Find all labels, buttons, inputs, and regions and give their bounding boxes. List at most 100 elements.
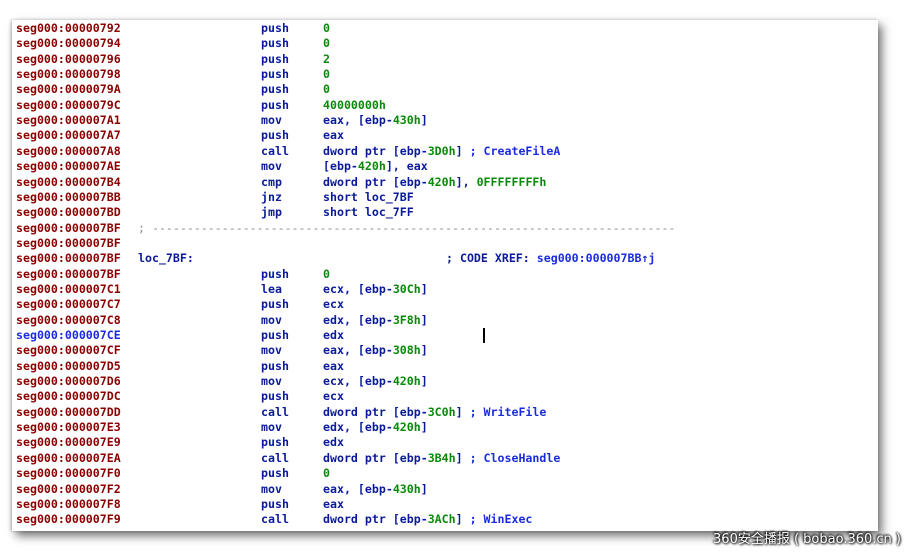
operand-number: 0 (323, 36, 330, 51)
xref-target[interactable]: seg000:000007BB↑j (536, 251, 656, 266)
operand-text: ], eax (385, 159, 428, 174)
operand-text: ] (420, 374, 428, 389)
instruction-operands: dword ptr [ebp-3B4h] ; CloseHandle (323, 451, 560, 466)
operand-text: dword ptr [ebp- (323, 404, 428, 419)
line-address[interactable]: seg000:000007BF (16, 266, 121, 281)
instruction-operands: ecx (323, 297, 344, 312)
api-comment[interactable]: ; WriteFile (469, 404, 547, 419)
line-address[interactable]: seg000:000007A1 (16, 113, 121, 128)
listing-line[interactable]: seg000:00000798 push 0 (12, 67, 878, 82)
listing-line[interactable]: seg000:000007BF push 0 (12, 267, 878, 282)
line-address[interactable]: seg000:000007F8 (16, 496, 121, 511)
instruction-operands: dword ptr [ebp-3D0h] ; CreateFileA (323, 144, 560, 159)
operand-number: 30Ch (392, 281, 421, 296)
line-address[interactable]: seg000:0000079A (16, 82, 121, 97)
line-address[interactable]: seg000:000007CF (16, 343, 121, 358)
line-address[interactable]: seg000:000007C8 (16, 312, 121, 327)
line-address[interactable]: seg000:000007F2 (16, 481, 121, 496)
listing-line[interactable]: seg000:000007BF (12, 236, 878, 251)
api-comment[interactable]: ; CloseHandle (469, 450, 561, 465)
line-address[interactable]: seg000:000007E9 (16, 435, 121, 450)
line-address[interactable]: seg000:00000798 (16, 67, 121, 82)
line-address[interactable]: seg000:000007EA (16, 450, 121, 465)
instruction-operands: 0 (323, 466, 330, 481)
line-address[interactable]: seg000:000007BB (16, 189, 121, 204)
instruction-operands: 0 (323, 267, 330, 282)
listing-line[interactable]: seg000:000007D5 push eax (12, 359, 878, 374)
line-address[interactable]: seg000:000007BF (16, 220, 121, 235)
operand-number: 0 (323, 67, 330, 82)
instruction-operands: short loc_7FF (323, 205, 414, 220)
line-address[interactable]: seg000:00000796 (16, 51, 121, 66)
code-label[interactable]: loc_7BF: (138, 251, 194, 266)
line-address[interactable]: seg000:000007D5 (16, 358, 121, 373)
line-address[interactable]: seg000:0000079C (16, 97, 121, 112)
line-address[interactable]: seg000:000007B4 (16, 174, 121, 189)
line-address[interactable]: seg000:000007BF (16, 235, 121, 250)
instruction-operands: eax, [ebp-430h] (323, 482, 428, 497)
line-address[interactable]: seg000:000007C1 (16, 281, 121, 296)
operand-number: 420h (427, 174, 456, 189)
line-address[interactable]: seg000:00000794 (16, 36, 121, 51)
operand-text: ] (455, 450, 470, 465)
line-address[interactable]: seg000:000007A8 (16, 143, 121, 158)
api-comment[interactable]: ; CreateFileA (469, 143, 561, 158)
line-address[interactable]: seg000:000007BD (16, 205, 121, 220)
line-address[interactable]: seg000:000007A7 (16, 128, 121, 143)
operand-text: ecx (323, 389, 344, 404)
line-address[interactable]: seg000:000007DC (16, 389, 121, 404)
instruction-operands: 0 (323, 67, 330, 82)
instruction-operands: edx (323, 328, 344, 343)
line-address[interactable]: seg000:000007C7 (16, 297, 121, 312)
instruction-mnemonic: push (261, 358, 289, 373)
operand-number: 3D0h (427, 143, 456, 158)
operand-number: 308h (392, 343, 421, 358)
listing-line[interactable]: seg000:000007BF loc_7BF: ; CODE XREF: seg0… (12, 251, 878, 266)
line-address[interactable]: seg000:000007F9 (16, 512, 121, 527)
line-address[interactable]: seg000:00000792 (16, 21, 121, 35)
instruction-mnemonic: push (261, 266, 289, 281)
line-address[interactable]: seg000:000007E3 (16, 420, 121, 435)
instruction-mnemonic: push (261, 67, 289, 82)
line-address[interactable]: seg000:000007CE (16, 328, 121, 342)
api-comment[interactable]: ; WinExec (469, 512, 533, 527)
xref-comment: ; CODE XREF: seg000:000007BB↑j (446, 251, 655, 266)
operand-text: ecx, [ebp- (323, 281, 393, 296)
line-address[interactable]: seg000:000007DD (16, 404, 121, 419)
line-address[interactable]: seg000:000007BF (16, 251, 121, 266)
listing-line[interactable]: seg000:000007BF; -----------------------… (12, 221, 878, 236)
line-address[interactable]: seg000:000007AE (16, 159, 121, 174)
line-address[interactable]: seg000:000007D6 (16, 374, 121, 389)
instruction-operands: eax (323, 359, 344, 374)
line-address[interactable]: seg000:000007F0 (16, 466, 121, 481)
operand-text: edx, [ebp- (323, 420, 393, 435)
